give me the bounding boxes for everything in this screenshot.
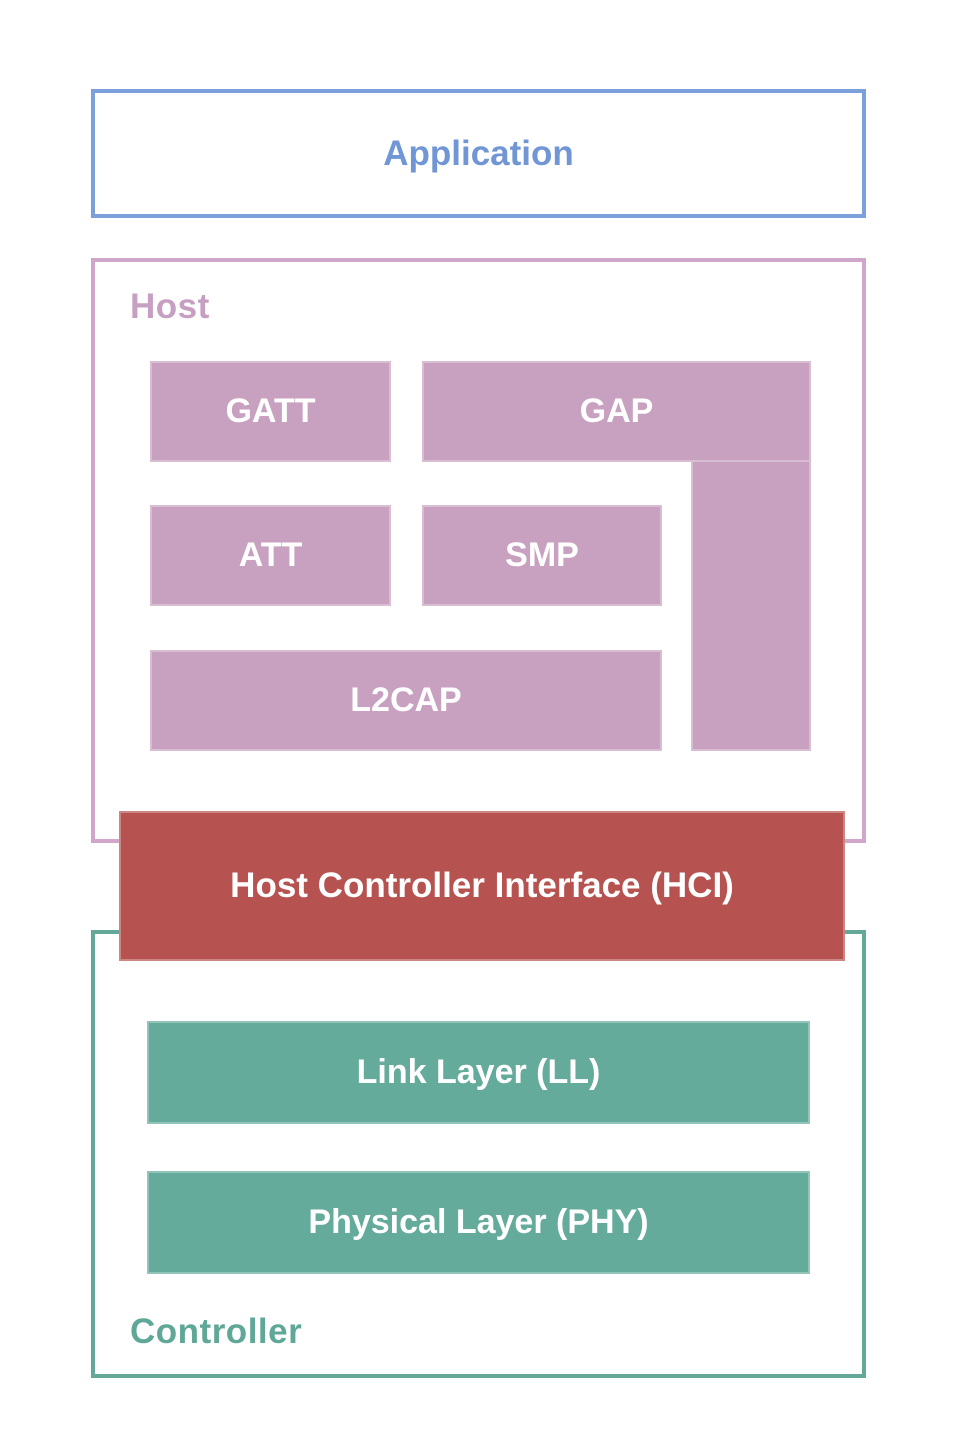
application-box: Application bbox=[91, 89, 866, 218]
l2cap-block: L2CAP bbox=[150, 650, 662, 751]
gap-block-leg bbox=[691, 460, 811, 751]
hci-label: Host Controller Interface (HCI) bbox=[230, 866, 734, 905]
gatt-label: GATT bbox=[225, 392, 316, 430]
physical-layer-label: Physical Layer (PHY) bbox=[308, 1203, 649, 1241]
l2cap-label: L2CAP bbox=[350, 681, 462, 719]
link-layer-block: Link Layer (LL) bbox=[147, 1021, 810, 1124]
hci-block: Host Controller Interface (HCI) bbox=[119, 811, 845, 961]
att-block: ATT bbox=[150, 505, 391, 606]
controller-label: Controller bbox=[130, 1312, 303, 1351]
controller-box: Controller bbox=[91, 930, 866, 1378]
link-layer-label: Link Layer (LL) bbox=[356, 1053, 601, 1091]
smp-block: SMP bbox=[422, 505, 662, 606]
host-label: Host bbox=[130, 287, 210, 326]
gatt-block: GATT bbox=[150, 361, 391, 462]
smp-label: SMP bbox=[505, 536, 579, 574]
physical-layer-block: Physical Layer (PHY) bbox=[147, 1171, 810, 1274]
gap-label: GAP bbox=[579, 392, 654, 430]
att-label: ATT bbox=[238, 536, 303, 574]
gap-block: GAP bbox=[422, 361, 811, 462]
application-label: Application bbox=[383, 133, 574, 173]
